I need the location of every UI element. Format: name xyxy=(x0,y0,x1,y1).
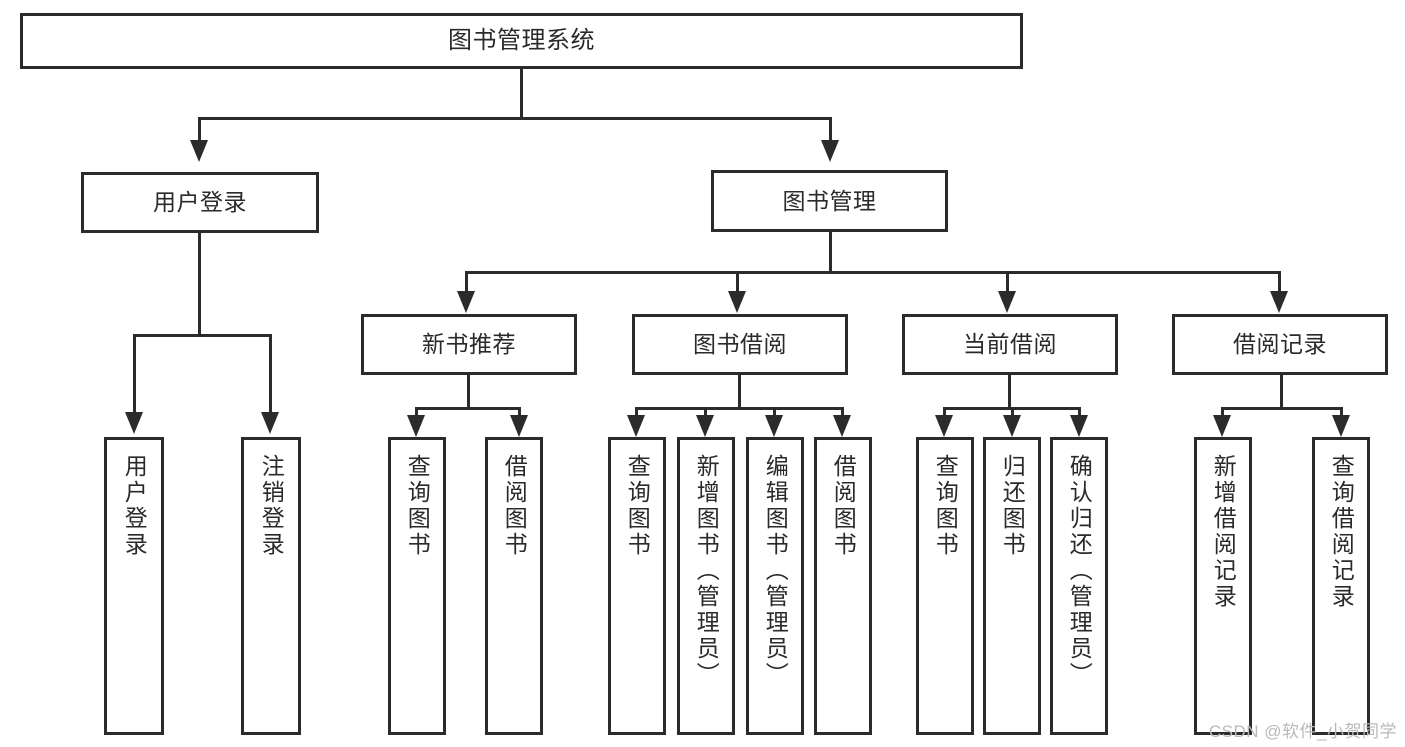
leaf-cb-confirm-return-admin[interactable]: 确认归还（管理员） xyxy=(1050,437,1108,735)
node-label: 借阅记录 xyxy=(1233,331,1327,358)
node-label: 用户登录 xyxy=(153,189,247,216)
connector-drop-cb-confirm xyxy=(1078,407,1081,419)
node-label: 借阅图书 xyxy=(501,454,528,558)
connector-drop-current-borrow xyxy=(1006,271,1009,293)
leaf-bb-query-book[interactable]: 查询图书 xyxy=(608,437,666,735)
connector-user-login-bar xyxy=(133,334,272,337)
node-label: 编辑图书（管理员） xyxy=(762,454,789,688)
connector-new-book-rec-bar xyxy=(415,407,521,410)
leaf-bb-borrow-book[interactable]: 借阅图书 xyxy=(814,437,872,735)
connector-drop-leaf-user-login xyxy=(133,334,136,414)
node-borrow-record[interactable]: 借阅记录 xyxy=(1172,314,1388,375)
node-label: 当前借阅 xyxy=(963,331,1057,358)
connector-drop-new-book-rec xyxy=(465,271,468,293)
node-label: 查询图书 xyxy=(624,454,651,558)
connector-drop-user-login xyxy=(198,117,201,142)
connector-drop-cb-query xyxy=(943,407,946,419)
connector-borrow-record-bar xyxy=(1221,407,1343,410)
leaf-user-login[interactable]: 用户登录 xyxy=(104,437,164,735)
arrowhead-cb-confirm xyxy=(1070,415,1088,437)
connector-new-book-rec-stem xyxy=(467,375,470,408)
arrowhead-leaf-logout xyxy=(261,412,279,434)
connector-drop-nbr-query xyxy=(415,407,418,419)
connector-level1-bar xyxy=(198,117,832,120)
connector-root-stem xyxy=(520,69,523,117)
arrowhead-book-borrow xyxy=(728,291,746,313)
arrowhead-cb-query xyxy=(935,415,953,437)
node-label: 图书管理 xyxy=(782,187,877,214)
connector-drop-cb-return xyxy=(1011,407,1014,419)
arrowhead-br-query xyxy=(1332,415,1350,437)
node-label: 图书借阅 xyxy=(693,331,787,358)
leaf-bb-add-book-admin[interactable]: 新增图书（管理员） xyxy=(677,437,735,735)
node-label: 确认归还（管理员） xyxy=(1066,454,1093,688)
connector-drop-bb-query xyxy=(635,407,638,419)
connector-book-borrow-stem xyxy=(738,375,741,408)
node-label: 归还图书 xyxy=(999,454,1026,558)
node-label: 新增图书（管理员） xyxy=(693,454,720,688)
node-new-book-recommend[interactable]: 新书推荐 xyxy=(361,314,577,375)
leaf-nbr-query-book[interactable]: 查询图书 xyxy=(388,437,446,735)
node-current-borrow[interactable]: 当前借阅 xyxy=(902,314,1118,375)
connector-drop-nbr-borrow xyxy=(518,407,521,419)
connector-level3-bar xyxy=(465,271,1281,274)
connector-book-borrow-bar xyxy=(635,407,843,410)
node-book-management[interactable]: 图书管理 xyxy=(711,170,948,232)
node-root-book-management-system[interactable]: 图书管理系统 xyxy=(20,13,1023,69)
node-label: 注销登录 xyxy=(258,454,285,558)
node-label: 借阅图书 xyxy=(830,454,857,558)
connector-current-borrow-stem xyxy=(1008,375,1011,408)
node-label: 查询图书 xyxy=(932,454,959,558)
connector-drop-bb-edit xyxy=(773,407,776,419)
node-label: 查询图书 xyxy=(404,454,431,558)
leaf-cb-query-book[interactable]: 查询图书 xyxy=(916,437,974,735)
connector-user-login-stem xyxy=(198,233,201,334)
leaf-bb-edit-book-admin[interactable]: 编辑图书（管理员） xyxy=(746,437,804,735)
node-book-borrow[interactable]: 图书借阅 xyxy=(632,314,848,375)
arrowhead-leaf-user-login xyxy=(125,412,143,434)
arrowhead-book-management xyxy=(821,140,839,162)
connector-drop-book-management xyxy=(829,117,832,142)
arrowhead-current-borrow xyxy=(998,291,1016,313)
arrowhead-br-add xyxy=(1213,415,1231,437)
connector-book-management-stem xyxy=(829,232,832,272)
connector-drop-leaf-logout xyxy=(269,334,272,414)
arrowhead-bb-borrow xyxy=(833,415,851,437)
connector-borrow-record-stem xyxy=(1280,375,1283,408)
node-label: 新增借阅记录 xyxy=(1210,454,1237,610)
arrowhead-bb-query xyxy=(627,415,645,437)
node-user-login[interactable]: 用户登录 xyxy=(81,172,319,233)
node-label: 新书推荐 xyxy=(422,331,516,358)
arrowhead-user-login xyxy=(190,140,208,162)
csdn-watermark: CSDN @软件_小贺同学 xyxy=(1208,722,1397,741)
arrowhead-bb-edit xyxy=(765,415,783,437)
arrowhead-borrow-record xyxy=(1270,291,1288,313)
node-label: 用户登录 xyxy=(121,454,148,558)
connector-drop-bb-borrow xyxy=(841,407,844,419)
connector-drop-book-borrow xyxy=(736,271,739,293)
arrowhead-nbr-borrow xyxy=(510,415,528,437)
connector-drop-br-query xyxy=(1340,407,1343,419)
node-label: 图书管理系统 xyxy=(448,26,595,54)
leaf-cb-return-book[interactable]: 归还图书 xyxy=(983,437,1041,735)
arrowhead-bb-add xyxy=(696,415,714,437)
arrowhead-nbr-query xyxy=(407,415,425,437)
arrowhead-cb-return xyxy=(1003,415,1021,437)
connector-drop-borrow-record xyxy=(1278,271,1281,293)
connector-drop-bb-add xyxy=(704,407,707,419)
node-label: 查询借阅记录 xyxy=(1328,454,1355,610)
leaf-nbr-borrow-book[interactable]: 借阅图书 xyxy=(485,437,543,735)
arrowhead-new-book-rec xyxy=(457,291,475,313)
connector-drop-br-add xyxy=(1221,407,1224,419)
leaf-logout[interactable]: 注销登录 xyxy=(241,437,301,735)
leaf-br-add-record[interactable]: 新增借阅记录 xyxy=(1194,437,1252,735)
leaf-br-query-record[interactable]: 查询借阅记录 xyxy=(1312,437,1370,735)
